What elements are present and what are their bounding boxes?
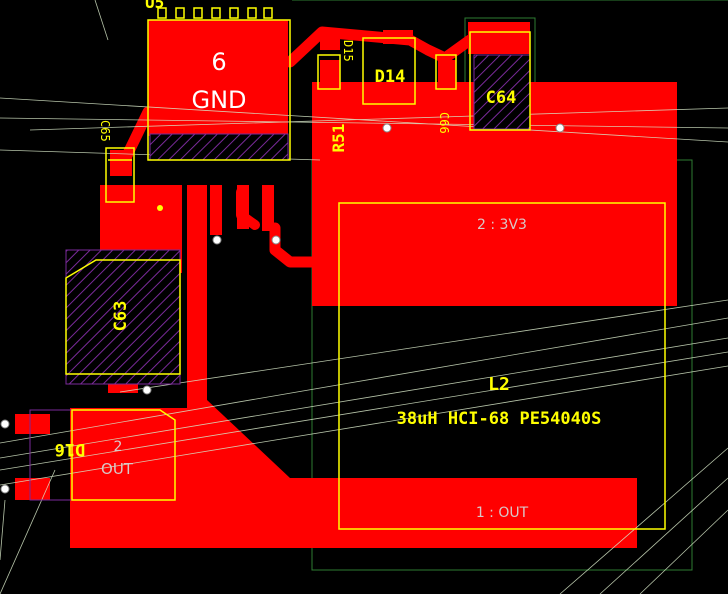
l2-pad2-label: 2 : 3V3 <box>477 217 527 233</box>
c63-ref-label: C63 <box>111 301 131 332</box>
l2-ref-label: L2 <box>488 374 510 395</box>
u5-pin-name: GND <box>191 86 246 114</box>
l2-pad1-label: 1 : OUT <box>476 505 529 521</box>
c64-outline[interactable] <box>469 31 531 131</box>
c65-ref-label: C65 <box>98 120 112 142</box>
copper-pour-out[interactable] <box>70 185 637 548</box>
l2-outline[interactable] <box>338 202 666 530</box>
silkscreen-outlines <box>65 19 666 530</box>
c63-outline[interactable] <box>65 259 181 375</box>
r51-ref-label: R51 <box>329 124 348 153</box>
d15-ref-label: D15 <box>341 40 355 62</box>
d16-ref-label: D16 <box>55 439 86 459</box>
u5-pin-number: 6 <box>211 48 226 76</box>
c64-ref-label: C64 <box>486 88 517 108</box>
u5-pin-row <box>157 7 273 19</box>
u5-ref-label: U5 <box>145 0 164 12</box>
d14-ref-label: D14 <box>375 67 406 87</box>
copper-pad-u5-gnd[interactable] <box>148 20 288 136</box>
vias <box>0 123 565 494</box>
copper-layer <box>15 20 677 548</box>
d16-pad-number: 2 <box>114 439 123 455</box>
component-bodies <box>29 54 531 501</box>
d16-pad-name: OUT <box>101 460 134 478</box>
u5-outline[interactable] <box>147 19 291 161</box>
l2-value-label: 38uH HCI-68 PE54040S <box>397 409 602 429</box>
d14-outline[interactable] <box>362 37 416 105</box>
c66-ref-label: C66 <box>437 112 451 134</box>
d16-outline[interactable] <box>71 409 176 501</box>
